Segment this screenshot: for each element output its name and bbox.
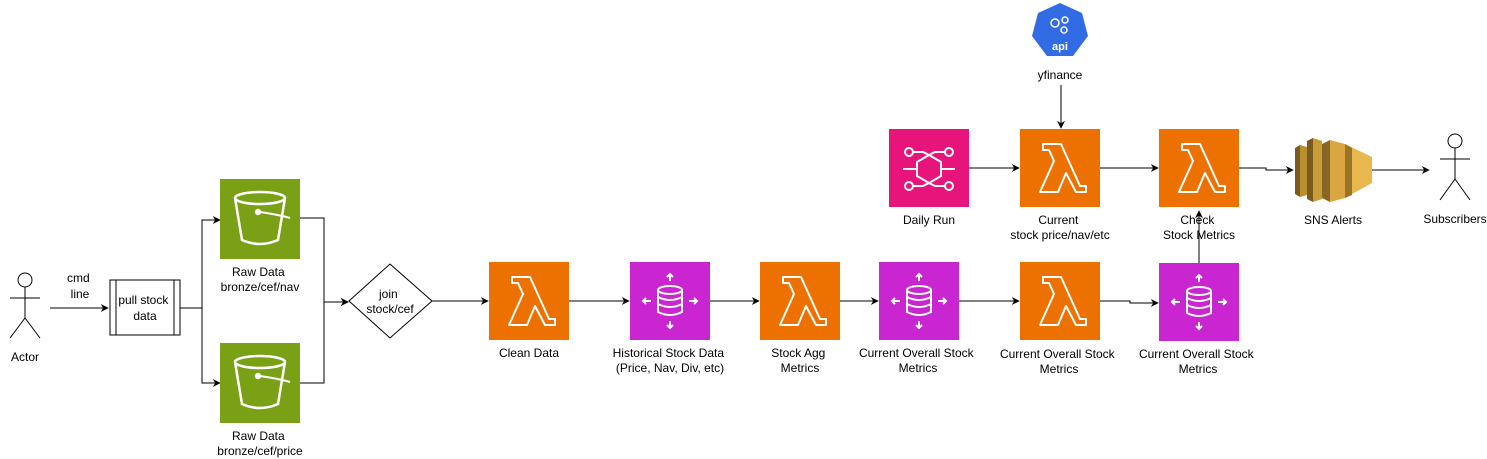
raw-price-label: Raw Data bronze/cef/price <box>217 429 303 458</box>
check-stock-metrics-lambda[interactable]: Check Stock Metrics <box>1159 129 1239 242</box>
overall3-label: Current Overall Stock Metrics <box>1139 347 1257 376</box>
overall1-label: Current Overall Stock Metrics <box>859 346 977 375</box>
lambda-icon <box>1159 129 1239 207</box>
edges <box>50 85 1430 387</box>
edge-pull-to-raw-nav <box>180 216 221 309</box>
historical-label: Historical Stock Data (Price, Nav, Div, … <box>613 346 728 375</box>
api-icon <box>1032 3 1088 56</box>
api-icon-text: api <box>1052 41 1068 53</box>
raw-data-nav-bucket[interactable]: Raw Data bronze/cef/nav <box>220 179 300 294</box>
cmd-line-label: cmd line <box>67 271 93 301</box>
subscribers-node[interactable]: Subscribers <box>1423 133 1487 226</box>
lambda-icon <box>1020 262 1100 340</box>
edge-pull-to-raw-price <box>180 307 221 387</box>
daily-run-label: Daily Run <box>903 213 955 227</box>
current-overall-stock-metrics-db-1[interactable]: Current Overall Stock Metrics <box>859 262 977 375</box>
lambda-icon <box>1020 129 1100 207</box>
clean-label: Clean Data <box>499 346 559 360</box>
person-icon <box>1439 133 1471 201</box>
edge-check-to-sns <box>1239 166 1294 174</box>
pull-stock-data-process[interactable]: pull stock data <box>109 279 181 336</box>
lambda-icon <box>489 262 569 340</box>
yfinance-label: yfinance <box>1038 68 1083 82</box>
overall2-label: Current Overall Stock Metrics <box>1000 347 1118 376</box>
clean-data-lambda[interactable]: Clean Data <box>489 262 569 360</box>
stock-agg-label: Stock Agg Metrics <box>771 346 828 375</box>
eventbridge-icon <box>889 129 969 207</box>
stock-agg-metrics-lambda[interactable]: Stock Agg Metrics <box>760 262 840 375</box>
join-label: join stock/cef <box>366 287 414 316</box>
actor-label: Actor <box>11 350 39 364</box>
check-label: Check Stock Metrics <box>1163 213 1235 242</box>
pull-stock-label: pull stock data <box>118 293 171 323</box>
historical-stock-data-db[interactable]: Historical Stock Data (Price, Nav, Div, … <box>613 262 728 375</box>
actor-node[interactable]: Actor <box>9 272 41 364</box>
edge-raw-price-to-join <box>300 298 349 384</box>
current-overall-stock-metrics-db-2[interactable]: Current Overall Stock Metrics <box>1139 263 1257 376</box>
current-stock-price-lambda[interactable]: Current stock price/nav/etc <box>1010 129 1110 242</box>
yfinance-api[interactable]: api yfinance <box>1032 3 1088 82</box>
raw-nav-label: Raw Data bronze/cef/nav <box>221 265 300 294</box>
person-icon <box>9 272 41 339</box>
edge-raw-nav-to-join <box>300 217 349 306</box>
lambda-icon <box>760 262 840 340</box>
current-overall-stock-metrics-lambda[interactable]: Current Overall Stock Metrics <box>1000 262 1118 376</box>
daily-run-eventbridge[interactable]: Daily Run <box>889 129 969 227</box>
sns-alerts[interactable]: SNS Alerts <box>1295 138 1372 227</box>
sns-label: SNS Alerts <box>1304 213 1362 227</box>
current-price-label: Current stock price/nav/etc <box>1010 213 1109 242</box>
join-decision[interactable]: join stock/cef <box>348 263 433 339</box>
subscribers-label: Subscribers <box>1423 212 1486 226</box>
sns-icon <box>1295 138 1372 202</box>
edge-overall2-to-overall3 <box>1100 299 1159 307</box>
raw-data-price-bucket[interactable]: Raw Data bronze/cef/price <box>217 343 303 458</box>
